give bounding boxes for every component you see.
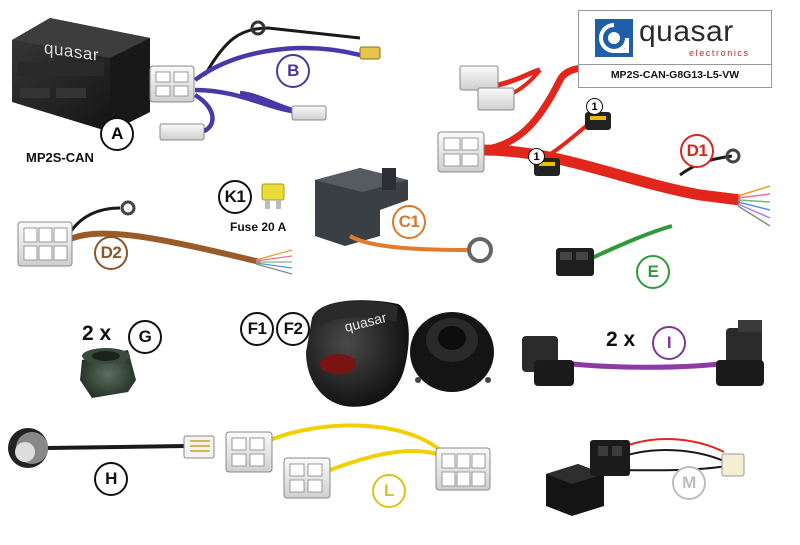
brand-box: quasar electronics MP2S-CAN-G8G13-L5-VW <box>578 10 772 88</box>
quantity-g: 2 x <box>82 322 112 345</box>
sensor-cable-h <box>8 428 215 468</box>
label-d2: D2 <box>94 236 128 270</box>
label-d1: D1 <box>680 134 714 168</box>
brand-name: quasar <box>639 15 734 48</box>
harness-l <box>225 423 491 499</box>
connector-e <box>556 224 673 276</box>
socket-f1 <box>306 300 409 407</box>
grommet-g <box>80 348 136 398</box>
brand-divider <box>579 64 771 65</box>
brand-tagline: electronics <box>689 48 750 58</box>
label-a: A <box>100 117 134 151</box>
label-l: L <box>372 474 406 508</box>
quasar-logo-icon <box>595 19 633 57</box>
callout-1-top: 1 <box>586 98 603 115</box>
relay-m <box>546 438 745 516</box>
control-module-a <box>12 18 150 132</box>
label-c1: C1 <box>392 205 426 239</box>
label-g: G <box>128 320 162 354</box>
label-i: I <box>652 326 686 360</box>
bracket-c1 <box>315 168 493 263</box>
label-h: H <box>94 462 128 496</box>
label-f2: F2 <box>276 312 310 346</box>
fuse-k1 <box>261 183 285 209</box>
cable-i <box>522 320 764 386</box>
fuse-caption: Fuse 20 A <box>230 220 287 234</box>
product-code: MP2S-CAN-G8G13-L5-VW <box>610 69 740 81</box>
label-b: B <box>276 54 310 88</box>
mounting-plate-f2 <box>410 312 494 392</box>
label-k1: K1 <box>218 180 252 214</box>
quantity-i: 2 x <box>606 328 636 351</box>
label-f1: F1 <box>240 312 274 346</box>
harness-d2 <box>17 200 293 275</box>
label-e: E <box>636 255 670 289</box>
harness-d1 <box>437 64 771 227</box>
label-m: M <box>672 466 706 500</box>
callout-1-bottom: 1 <box>528 148 545 165</box>
module-caption: MP2S-CAN <box>26 150 94 165</box>
harness-b <box>149 20 381 141</box>
